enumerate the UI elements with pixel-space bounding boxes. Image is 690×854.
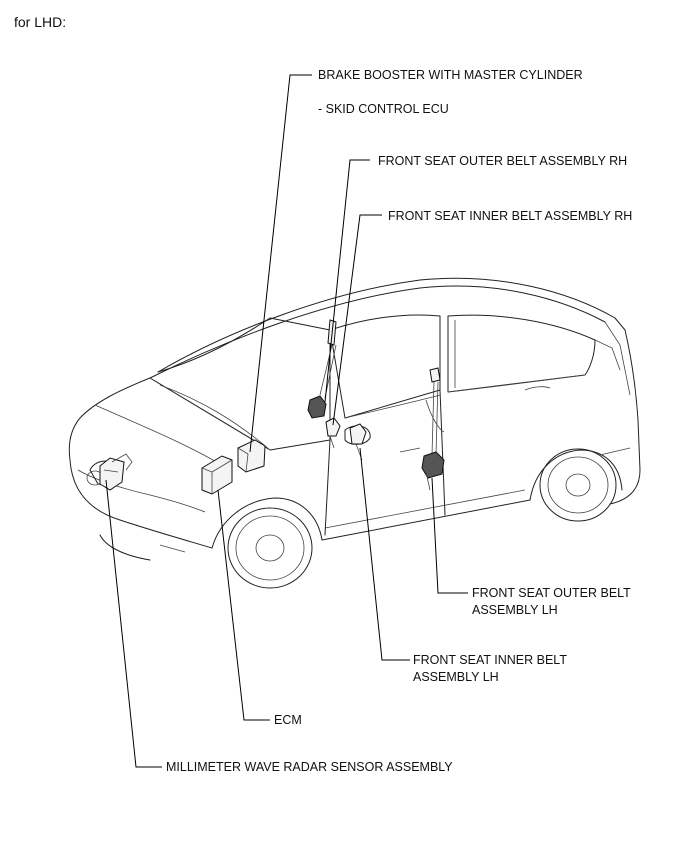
lh-inner-belt-part — [349, 423, 367, 461]
front-seat-inner-belt-lh-label-line2: ASSEMBLY LH — [413, 670, 499, 684]
front-seat-inner-belt-rh-label: FRONT SEAT INNER BELT ASSEMBLY RH — [388, 209, 633, 223]
skid-control-ecu-label: - SKID CONTROL ECU — [318, 102, 449, 116]
radar-sensor-part — [99, 453, 133, 491]
lhd-header: for LHD: — [14, 14, 67, 30]
lh-outer-belt-part — [421, 367, 445, 491]
front-seat-inner-belt-lh-label-line1: FRONT SEAT INNER BELT — [413, 653, 567, 667]
front-seat-outer-belt-rh-label: FRONT SEAT OUTER BELT ASSEMBLY RH — [378, 154, 628, 168]
brake-booster-part — [237, 439, 266, 473]
ecm-part — [201, 455, 233, 495]
front-seat-outer-belt-lh-label-line1: FRONT SEAT OUTER BELT — [472, 586, 631, 600]
ecm-label: ECM — [274, 713, 302, 727]
leader-lines — [105, 74, 468, 768]
millimeter-wave-radar-label: MILLIMETER WAVE RADAR SENSOR ASSEMBLY — [166, 760, 453, 774]
rh-inner-belt-part — [325, 417, 341, 449]
front-seat-outer-belt-lh-label-line2: ASSEMBLY LH — [472, 603, 558, 617]
brake-booster-label: BRAKE BOOSTER WITH MASTER CYLINDER — [318, 68, 583, 82]
